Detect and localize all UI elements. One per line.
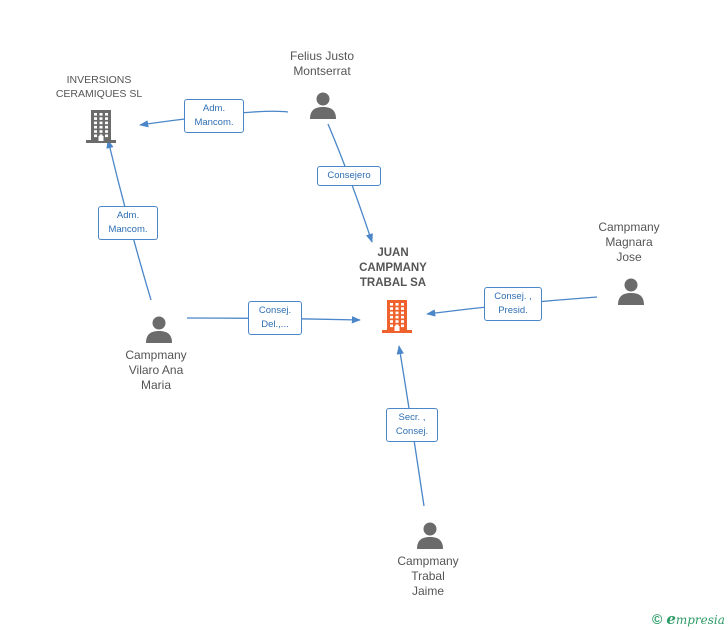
empresia-logo: © empresia xyxy=(652,609,725,629)
brand-name: empresia xyxy=(666,610,725,628)
node-label-vilaro[interactable]: Campmany Vilaro Ana Maria xyxy=(125,348,187,392)
edge-label-felius-inversions[interactable]: Adm. Mancom. xyxy=(184,99,244,133)
building-icon[interactable] xyxy=(380,298,414,339)
person-icon[interactable] xyxy=(616,276,646,311)
edge-label-vilaro-inversions[interactable]: Adm. Mancom. xyxy=(98,206,158,240)
node-label-magnara[interactable]: Campmany Magnara Jose xyxy=(598,220,660,264)
node-label-inversions[interactable]: INVERSIONS CERAMIQUES SL xyxy=(55,74,143,100)
building-icon[interactable] xyxy=(84,108,118,149)
node-label-felius[interactable]: Felius Justo Montserrat xyxy=(289,49,355,78)
person-icon[interactable] xyxy=(144,314,174,349)
edge-label-vilaro-juan[interactable]: Consej. Del.,... xyxy=(248,301,302,335)
node-label-jaime[interactable]: Campmany Trabal Jaime xyxy=(397,554,459,598)
person-icon[interactable] xyxy=(308,90,338,125)
node-label-juan[interactable]: JUAN CAMPMANY TRABAL SA xyxy=(359,247,427,289)
copyright-icon: © xyxy=(652,611,663,627)
edge-label-magnara-juan[interactable]: Consej. , Presid. xyxy=(484,287,542,321)
person-icon[interactable] xyxy=(415,520,445,555)
edge-label-felius-juan[interactable]: Consejero xyxy=(317,166,381,186)
edge-label-jaime-juan[interactable]: Secr. , Consej. xyxy=(386,408,438,442)
